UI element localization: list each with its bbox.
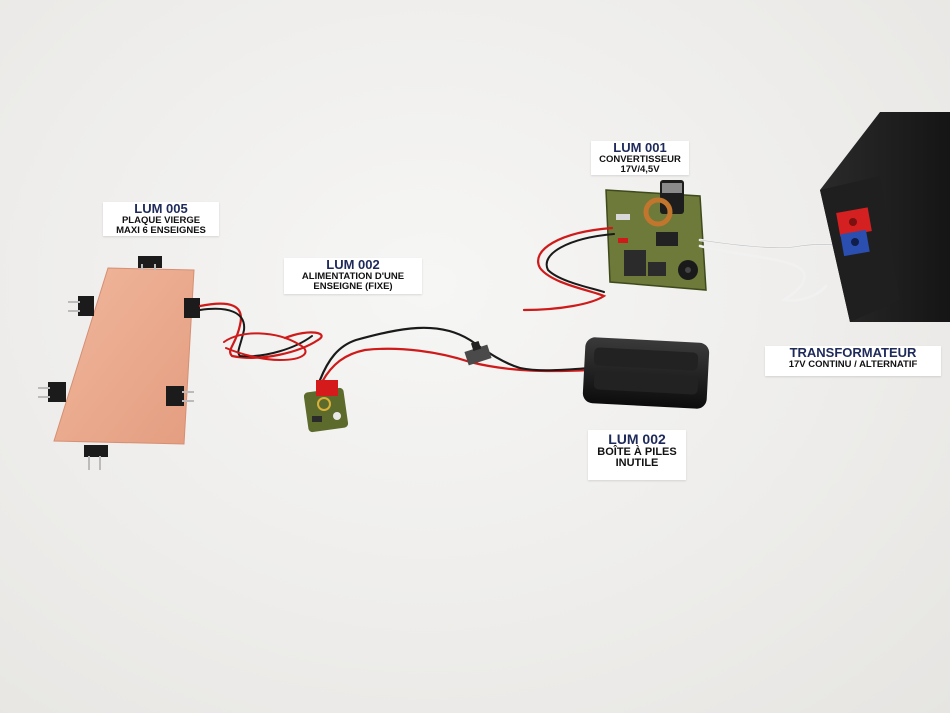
battery-box — [582, 337, 710, 409]
label-lum005-line2: MAXI 6 ENSEIGNES — [116, 224, 206, 236]
wires-left — [198, 302, 592, 384]
label-lum001-code: LUM 001 — [613, 140, 667, 155]
label-lum002-piles-code: LUM 002 — [608, 431, 666, 447]
label-transformateur-line1: 17V CONTINU / ALTERNATIF — [788, 358, 918, 370]
label-lum002-alim: LUM 002 ALIMENTATION D'UNE ENSEIGNE (FIX… — [284, 258, 422, 294]
converter-board — [605, 180, 707, 291]
board-connector-right-top — [184, 298, 200, 318]
board-connector-bottom — [84, 445, 108, 470]
board-connector-right-bottom — [166, 386, 194, 406]
label-transformateur-code: TRANSFORMATEUR — [789, 345, 917, 360]
board-connector-top — [138, 256, 162, 270]
label-lum002-piles-line1: BOÎTE À PILES — [597, 445, 677, 458]
label-lum002-alim-line1: ALIMENTATION D'UNE — [301, 270, 405, 282]
label-lum002-alim-code: LUM 002 — [326, 257, 380, 272]
board-connector-left-top — [68, 296, 94, 316]
label-lum001-line2: 17V/4,5V — [620, 163, 660, 175]
copper-board — [38, 256, 200, 470]
label-lum002-piles-line2: INUTILE — [615, 457, 659, 470]
label-lum002-alim-line2: ENSEIGNE (FIXE) — [313, 280, 393, 292]
slide-switch — [464, 340, 492, 366]
label-lum001-line1: CONVERTISSEUR — [599, 153, 681, 165]
power-module — [303, 380, 349, 433]
label-lum005: LUM 005 PLAQUE VIERGE MAXI 6 ENSEIGNES — [103, 202, 219, 236]
label-lum005-line1: PLAQUE VIERGE — [121, 214, 201, 226]
label-transformateur: TRANSFORMATEUR 17V CONTINU / ALTERNATIF — [765, 346, 941, 376]
label-lum005-code: LUM 005 — [134, 201, 188, 216]
wires-right — [522, 226, 844, 312]
label-lum001: LUM 001 CONVERTISSEUR 17V/4,5V — [591, 141, 689, 175]
board-connector-left-bottom — [38, 382, 66, 402]
label-lum002-piles: LUM 002 BOÎTE À PILES INUTILE — [588, 430, 686, 480]
transformer — [820, 112, 950, 322]
